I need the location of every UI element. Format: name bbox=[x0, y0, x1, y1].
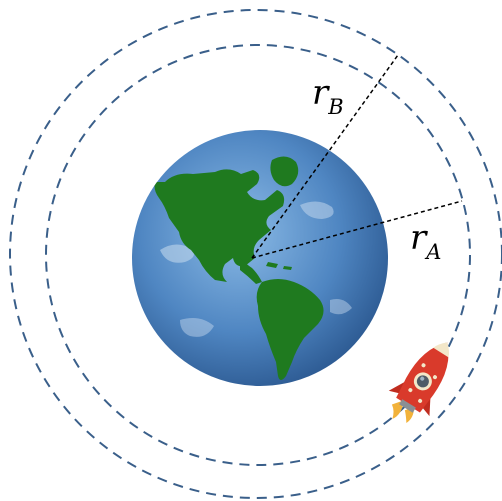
label-r-a: rA bbox=[410, 218, 441, 264]
orbit-b-circle bbox=[9, 9, 502, 499]
label-r-b: rB bbox=[312, 73, 344, 119]
orbit-a-circle bbox=[45, 44, 471, 466]
earth-globe-icon bbox=[132, 130, 388, 386]
radius-a-line bbox=[251, 200, 463, 259]
rocket-icon bbox=[388, 342, 450, 423]
